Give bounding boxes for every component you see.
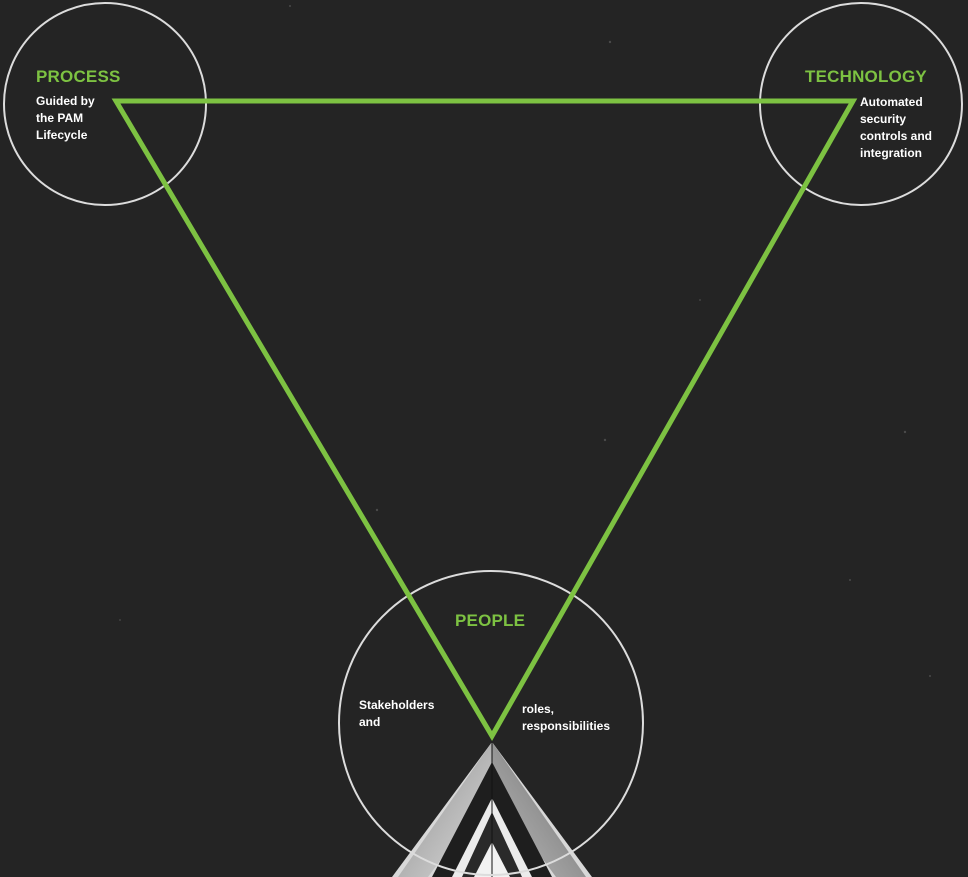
process-desc-line: Lifecycle	[36, 128, 88, 142]
building-roof-photo	[392, 742, 592, 877]
technology-desc-line: security	[860, 112, 907, 126]
technology-circle	[759, 2, 963, 206]
technology-title: TECHNOLOGY	[805, 67, 927, 86]
people-description-left: Stakeholders and	[359, 697, 434, 731]
process-description: Guided by the PAM Lifecycle	[36, 93, 95, 144]
people-desc-line: responsibilities	[522, 719, 611, 733]
process-desc-line: the PAM	[36, 111, 84, 125]
people-desc-line: Stakeholders	[359, 698, 435, 712]
process-title: PROCESS	[36, 67, 121, 86]
people-description-right: roles, responsibilities	[522, 701, 610, 735]
technology-desc-line: Automated	[860, 95, 923, 109]
people-desc-line: and	[359, 715, 381, 729]
technology-desc-line: integration	[860, 146, 922, 160]
people-title: PEOPLE	[455, 611, 526, 630]
people-desc-line: roles,	[522, 702, 555, 716]
technology-desc-line: controls and	[860, 129, 933, 143]
people-circle	[338, 570, 644, 876]
connecting-triangle	[111, 98, 858, 741]
process-desc-line: Guided by	[36, 94, 95, 108]
background-specks	[119, 5, 931, 677]
technology-description: Automated security controls and integrat…	[860, 94, 932, 162]
process-circle	[3, 2, 207, 206]
